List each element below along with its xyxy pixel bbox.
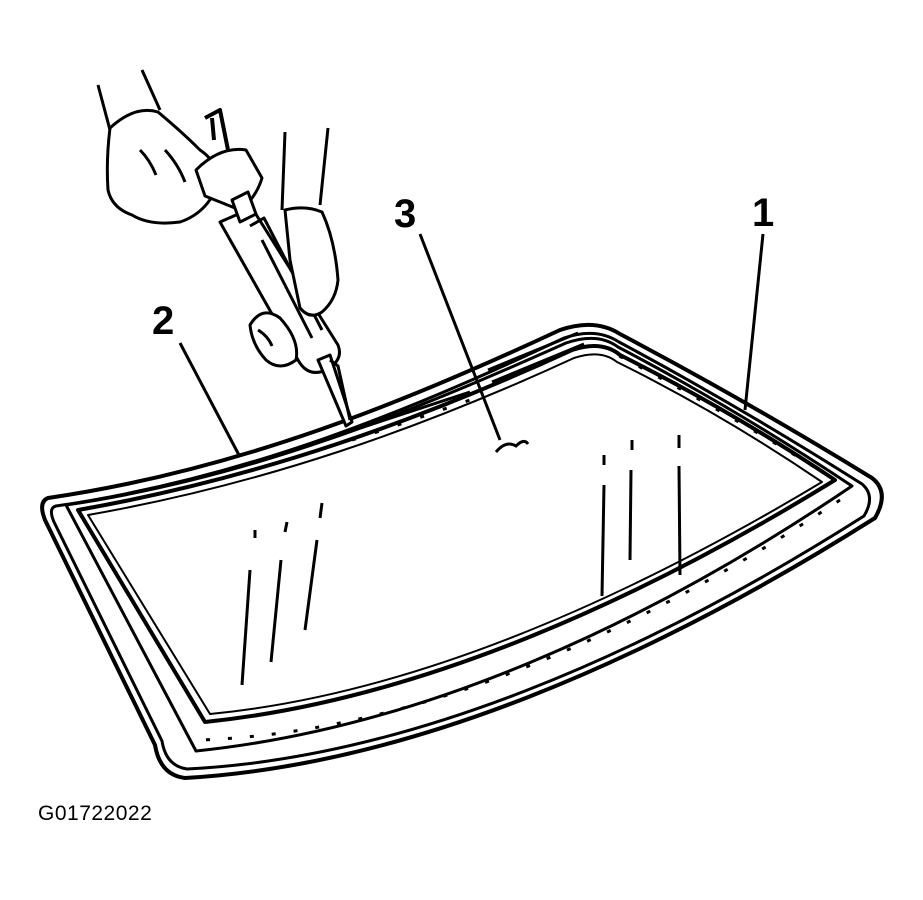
gun-plunger-rod: [230, 190, 258, 224]
sleeve-left: [96, 69, 162, 131]
reflection-streak: [677, 435, 682, 576]
reflection-streak: [628, 440, 634, 561]
dam-segments-right: [599, 344, 843, 486]
glass-inner-frame-shadow: [87, 353, 823, 715]
glue-blob: [494, 439, 530, 453]
callout-label-2: 2: [152, 299, 174, 343]
dam-segments-bottom: [199, 498, 841, 742]
glass-reflection-streaks: [240, 435, 682, 686]
leader-line-3: [418, 233, 502, 441]
windshield-glass: [40, 322, 884, 780]
glass-outer-edge-inner: [49, 331, 871, 771]
gun-nozzle-tip: [329, 358, 352, 421]
lower-hand-fingers: [248, 311, 299, 368]
upper-hand: [105, 108, 222, 225]
reflection-streak: [600, 455, 606, 597]
sleeve-right: [280, 127, 330, 211]
gun-nozzle: [316, 353, 354, 428]
gun-handle-hook: [204, 108, 230, 151]
reflection-streak: [269, 521, 289, 663]
reflection-streak: [303, 502, 324, 631]
glass-outer-edge: [40, 322, 884, 780]
caulking-gun-with-hands: [96, 69, 354, 428]
glass-inner-frame: [76, 344, 837, 724]
leader-line-2: [178, 342, 242, 458]
leader-line-1: [743, 233, 765, 411]
lower-hand-knuckle: [257, 328, 274, 347]
dam-segment-band-top: [487, 331, 585, 384]
reflection-streak: [240, 530, 257, 686]
lower-hand: [283, 206, 340, 317]
urethane-dam-segments: [199, 331, 843, 742]
callout-label-1: 1: [752, 191, 774, 235]
callout-label-3: 3: [394, 192, 416, 236]
upper-hand-finger: [138, 148, 187, 183]
figure-id: G01722022: [38, 802, 153, 825]
leader-lines: [178, 233, 765, 458]
dam-segments-top: [344, 390, 471, 435]
